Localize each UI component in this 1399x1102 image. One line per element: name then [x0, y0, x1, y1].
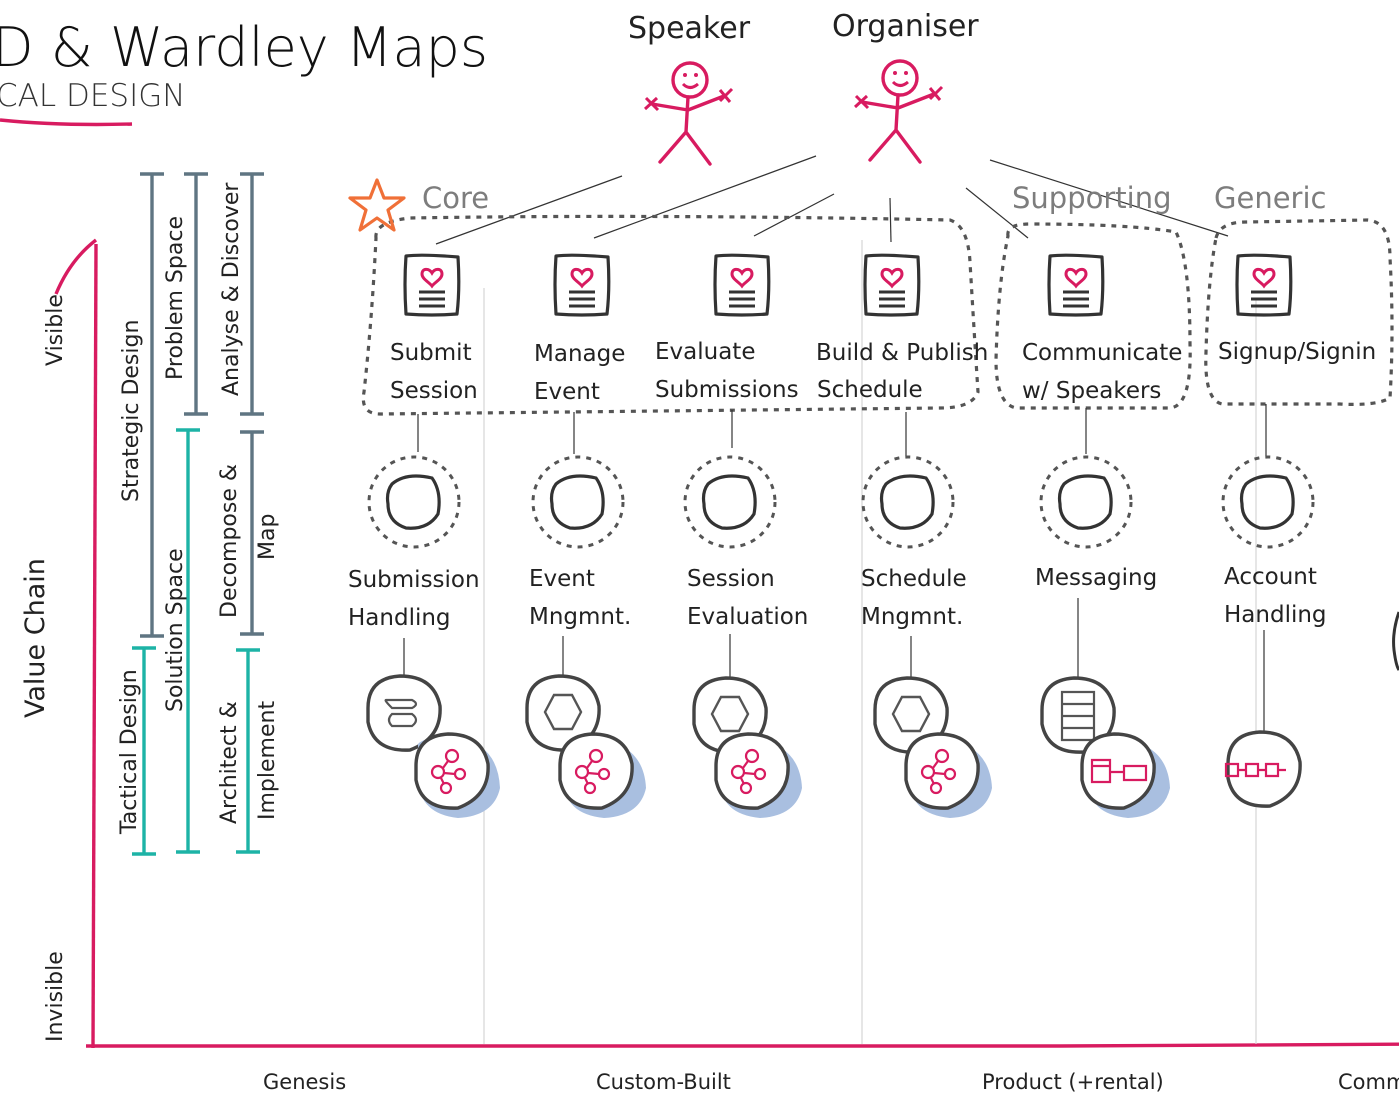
user-need-document-icon: [1047, 253, 1105, 317]
context-messaging-line1: Messaging: [1035, 565, 1157, 591]
need-manage-event-line1: Manage: [534, 341, 625, 367]
value-chain-arrowhead: [54, 238, 98, 295]
need-evaluate-line1: Evaluate: [655, 339, 755, 365]
context-submission-line2: Handling: [348, 605, 451, 631]
need-evaluate-line2: Submissions: [655, 377, 799, 403]
user-need-document-icon: [713, 253, 771, 317]
architecture-cell: [558, 732, 634, 810]
messaging-architecture: [1040, 676, 1170, 818]
evolution-product: Product (+rental): [982, 1070, 1164, 1094]
evolution-custom-built: Custom-Built: [596, 1070, 731, 1094]
invisible-label: Invisible: [43, 951, 68, 1042]
context-cell-links: [403, 598, 1265, 734]
solution-space-label: Solution Space: [163, 548, 188, 712]
layered-architecture-icon: [384, 698, 418, 728]
visible-label: Visible: [43, 294, 68, 366]
context-schedule-line1: Schedule: [861, 566, 967, 592]
need-communicate-line2: w/ Speakers: [1022, 378, 1161, 404]
user-need-document-icon: [403, 253, 461, 317]
architecture-cell: [414, 732, 490, 810]
context-account-line1: Account: [1224, 564, 1317, 590]
context-session-line2: Evaluation: [687, 604, 808, 630]
generic-zone: [1204, 218, 1394, 406]
context-schedule-line2: Mngmnt.: [861, 604, 963, 630]
value-chain-axis: [91, 243, 98, 1049]
organiser-label: Organiser: [832, 9, 979, 44]
bounded-context-icon: [1221, 455, 1315, 549]
submission-architecture: [366, 674, 500, 818]
analyse-discover-label: Analyse & Discover: [219, 182, 244, 396]
bounded-context-icon: [367, 455, 461, 549]
supporting-label: Supporting: [1012, 181, 1172, 215]
cropped-shape: [1392, 611, 1399, 671]
pipeline-icon: [1090, 758, 1148, 784]
implement-label: Implement: [255, 701, 280, 820]
architecture-cell: [714, 732, 790, 810]
context-submission-line1: Submission: [348, 567, 480, 593]
organiser-actor-icon: [853, 59, 944, 164]
need-communicate-line1: Communicate: [1022, 340, 1182, 366]
context-account-line2: Handling: [1224, 602, 1327, 628]
schedule-architecture: [873, 676, 992, 818]
need-submit-session-line2: Session: [390, 378, 478, 404]
event-architecture: [525, 674, 646, 818]
evolution-genesis: Genesis: [263, 1070, 346, 1094]
core-label: Core: [422, 181, 489, 215]
account-architecture: [1224, 730, 1302, 808]
decompose-label: Decompose &: [217, 464, 242, 618]
page-subtitle: CAL DESIGN: [0, 78, 185, 114]
bounded-context-icon: [683, 455, 777, 549]
star-icon: [348, 178, 406, 232]
user-need-document-icon: [553, 253, 611, 317]
need-manage-event-line2: Event: [534, 379, 600, 405]
need-context-links: [417, 404, 1267, 456]
generic-label: Generic: [1214, 181, 1326, 215]
strategic-design-label: Strategic Design: [119, 320, 144, 502]
context-session-line1: Session: [687, 566, 775, 592]
bounded-context-icon: [861, 455, 955, 549]
title-underline: [0, 118, 133, 127]
speaker-label: Speaker: [628, 11, 751, 46]
transaction-script-icon: [1224, 762, 1286, 778]
page-title: D & Wardley Maps: [0, 16, 488, 79]
need-build-publish-line2: Schedule: [817, 377, 923, 403]
user-need-document-icon: [1235, 253, 1293, 317]
architect-label: Architect &: [217, 701, 242, 824]
context-event-line2: Mngmnt.: [529, 604, 631, 630]
bounded-context-icon: [531, 455, 625, 549]
map-label: Map: [255, 514, 280, 560]
evolution-axis: [85, 1042, 1399, 1049]
bounded-context-icon: [1039, 455, 1133, 549]
need-signup-line1: Signup/Signin: [1218, 339, 1376, 365]
evolution-commodity: Comm: [1338, 1070, 1399, 1094]
tactical-design-label: Tactical Design: [117, 669, 142, 835]
actor-need-links: [435, 155, 1229, 245]
ddd-phase-bars: [132, 172, 264, 856]
session-architecture: [692, 676, 802, 818]
user-need-document-icon: [863, 253, 921, 317]
problem-space-label: Problem Space: [163, 216, 188, 380]
speaker-actor-icon: [643, 61, 734, 166]
need-submit-session-line1: Submit: [390, 340, 472, 366]
supporting-zone: [994, 222, 1192, 410]
context-event-line1: Event: [529, 566, 595, 592]
architecture-cell: [904, 732, 980, 810]
core-zone: [361, 214, 980, 416]
need-build-publish-line1: Build & Publish: [816, 340, 988, 366]
value-chain-label: Value Chain: [20, 558, 51, 718]
